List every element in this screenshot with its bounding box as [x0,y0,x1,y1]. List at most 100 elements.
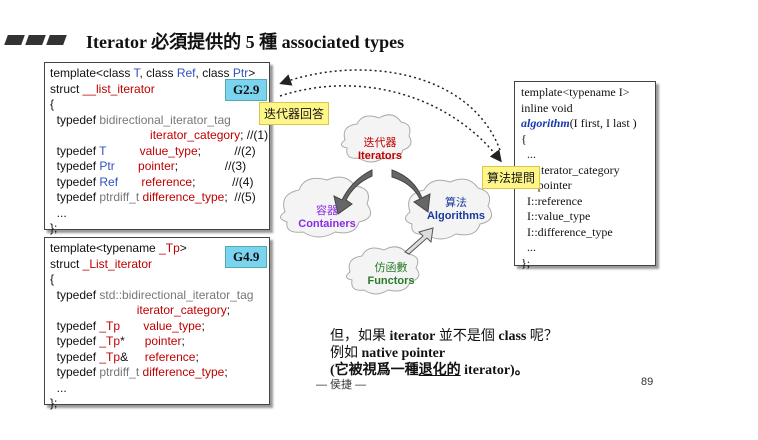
algorithm-code-line: I::reference [521,193,583,208]
code-token: ; //(4) [192,174,254,189]
code-token: }; [50,396,58,410]
code-token: _List_iterator [82,256,153,271]
question-arrow [279,85,502,163]
algorithm-code-line: inline void [521,100,573,115]
code-token: , class [195,66,233,80]
algorithm-question-note: 算法提問 [482,166,541,189]
code-token: typedef [50,287,100,302]
code-token: struct [50,81,83,96]
code-token: struct [50,256,83,271]
containers-en: Containers [298,218,356,230]
iterators-cloud [341,114,412,163]
code-line: }; [50,396,264,412]
algorithm-code-line: I::value_type [521,209,591,223]
algorithms-cn: 算法 [445,197,467,209]
code-line: struct _List_iterator [50,257,264,273]
g49-tag: G4.9 [225,246,268,268]
code-line: template<typename _Tp> [50,241,264,257]
code-token: _Tp [99,334,121,348]
body-line-3: (它被視爲一種退化的 iterator)。 [330,363,529,378]
code-token: value_type [139,143,198,158]
code-token: ; //(2) [197,143,256,158]
code-token: ptrdiff_t [99,190,143,204]
code-token: pointer [144,334,182,348]
algorithms-cloud [405,178,493,240]
code-token: reference [144,349,196,364]
g29-code-box: template<class T, class Ref, class Ptr>s… [44,62,270,235]
algorithms-label: 算法 Algorithms [420,197,492,223]
code-line: typedef Ptr pointer; //(3) [50,159,264,175]
code-token: ; [224,365,228,379]
code-token: iterator_category [136,303,227,317]
code-token: template<typename [50,241,160,255]
code-token: T [99,143,140,158]
iterators-label: 迭代器 Iterators [350,137,410,163]
code-token: iterator_category [150,128,241,142]
code-token: bidirectional_iterator_tag [99,112,231,127]
code-token: > [179,241,187,255]
code-token: typedef [50,190,100,204]
code-token: ; //(5) [224,190,256,204]
code-line: iterator_category; //(1) [50,128,268,144]
algorithm-keyword: algorithm [521,116,570,130]
code-line: typedef ptrdiff_t difference_type; //(5) [50,190,264,206]
code-token: , class [139,66,177,80]
code-token: pointer [138,159,175,173]
code-token: > [248,66,256,80]
code-token: ; //(1) [240,128,269,142]
containers-cn: 容器 [316,205,338,217]
g29-tag: G2.9 [225,79,268,101]
code-token: * [120,334,145,348]
algorithm-code-line: template<typename I> [521,85,630,99]
iterators-en: Iterators [357,150,403,162]
code-line: ... [50,206,264,222]
code-token: Ptr [232,66,249,80]
code-token: ; [181,334,185,348]
code-token: ptrdiff_t [99,365,143,379]
code-line: typedef T value_type; //(2) [50,144,264,160]
code-token: typedef [50,349,100,364]
code-token: ; //(3) [174,159,247,173]
algorithm-code-line: ... [521,240,536,254]
code-token: Ptr [99,159,139,173]
code-token: typedef [50,159,100,173]
code-token: difference_type [142,190,225,204]
functors-cloud [346,246,420,295]
body-line-2: 例如 native pointer [330,346,446,361]
code-line: { [50,272,264,288]
code-line: typedef _Tp& reference; [50,350,264,366]
iterator-algorithm-arrow [391,169,431,213]
code-token: { [50,97,55,111]
code-token: difference_type [142,365,225,379]
code-line: struct __list_iterator [50,82,264,98]
code-line: typedef _Tp value_type; [50,319,264,335]
code-token: _Tp [99,318,144,333]
code-token: typedef [50,318,100,333]
functors-en: Functors [367,275,415,287]
code-line: ... [50,381,264,397]
code-token: & [120,349,145,364]
body-text: 但，如果 iterator 並不是個 class 呢？ 例如 native po… [330,328,558,379]
code-line: { [50,97,264,113]
iterators-cn: 迭代器 [363,137,397,149]
algorithm-code-line: I::iterator_category [521,162,620,177]
code-token: typedef [50,365,100,379]
code-token: ; [195,349,199,364]
code-line: typedef std::bidirectional_iterator_tag [50,288,264,304]
code-token: ... [50,205,67,220]
code-token: __list_iterator [82,81,155,96]
code-line: typedef ptrdiff_t difference_type; [50,365,264,381]
code-line: typedef _Tp* pointer; [50,334,264,350]
author-footer: — 侯捷 — [316,379,367,391]
code-line: iterator_category; [50,303,264,319]
code-token: typedef [50,174,100,189]
code-token: typedef [50,334,100,348]
answer-arrow [279,69,501,151]
functors-cn: 仿函數 [374,262,408,274]
code-line: typedef bidirectional_iterator_tag [50,113,264,129]
algorithm-code-line: algorithm(I first, I last ) [521,116,649,132]
functor-algorithm-arrow [404,227,434,255]
code-token: typedef [50,112,100,127]
algorithm-code-line: ... [521,147,536,161]
